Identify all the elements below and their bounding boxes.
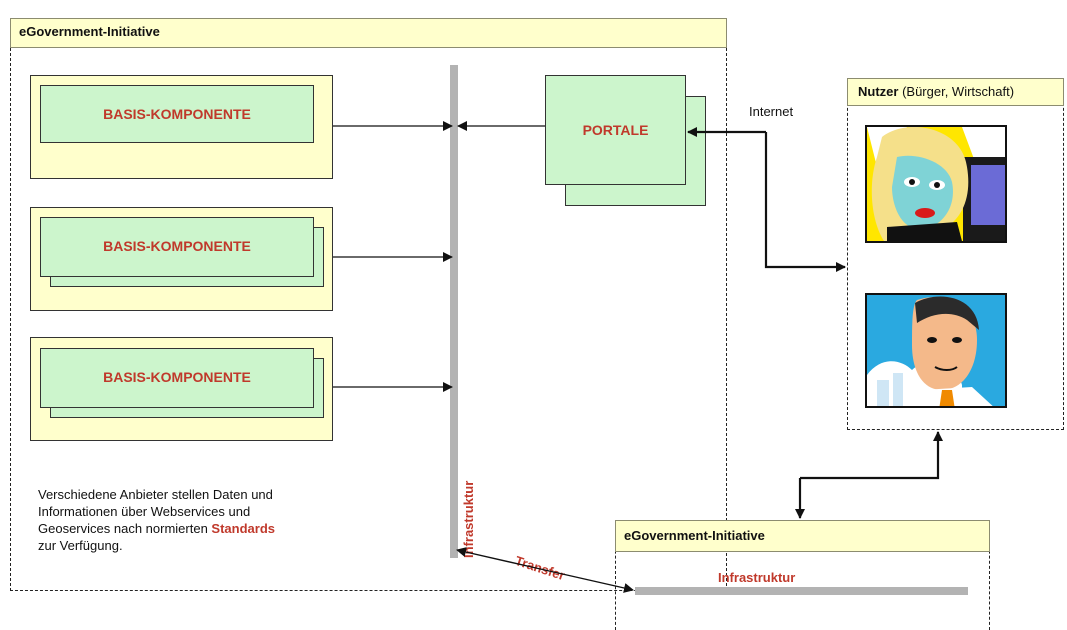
basis-component-label: BASIS-KOMPONENTE — [103, 369, 251, 385]
note-line-4: zur Verfügung. — [38, 538, 123, 553]
providers-note: Verschiedene Anbieter stellen Daten und … — [38, 486, 368, 554]
users-title-rest: (Bürger, Wirtschaft) — [898, 84, 1015, 99]
secondary-infrastructure-bar — [635, 587, 968, 595]
basis-component-label: BASIS-KOMPONENTE — [103, 238, 251, 254]
arrow-initiative-to-users — [800, 431, 943, 480]
infrastructure-bar — [450, 65, 458, 558]
portal[interactable]: PORTALE — [545, 75, 686, 185]
users-title-bold: Nutzer — [858, 84, 899, 99]
initiative-main-title: eGovernment-Initiative — [10, 18, 727, 48]
internet-label: Internet — [749, 104, 794, 119]
basis-component-1[interactable]: BASIS-KOMPONENTE — [40, 85, 314, 143]
note-line-1: Verschiedene Anbieter stellen Daten und — [38, 487, 273, 502]
arrow-portal-to-users — [764, 132, 846, 272]
note-line-3: Geoservices nach normierten Standards — [38, 520, 368, 537]
note-line-2: Informationen über Webservices und — [38, 504, 251, 519]
basis-component-label: BASIS-KOMPONENTE — [103, 106, 251, 122]
note-line-3-text: Geoservices nach normierten — [38, 521, 212, 536]
basis-component-2[interactable]: BASIS-KOMPONENTE — [40, 217, 314, 277]
arrow-transfer-to-secondary — [535, 567, 634, 593]
portal-label: PORTALE — [582, 122, 649, 138]
users-title: Nutzer (Bürger, Wirtschaft) — [847, 78, 1064, 106]
arrow-transfer-to-main — [456, 547, 537, 569]
secondary-infrastructure-label: Infrastruktur — [718, 570, 796, 585]
standards-highlight: Standards — [211, 521, 275, 536]
initiative-secondary-frame — [615, 520, 990, 630]
woman-at-computer-icon — [865, 125, 1007, 243]
basis-component-3[interactable]: BASIS-KOMPONENTE — [40, 348, 314, 408]
businessman-icon — [865, 293, 1007, 408]
initiative-secondary-title: eGovernment-Initiative — [615, 520, 990, 552]
